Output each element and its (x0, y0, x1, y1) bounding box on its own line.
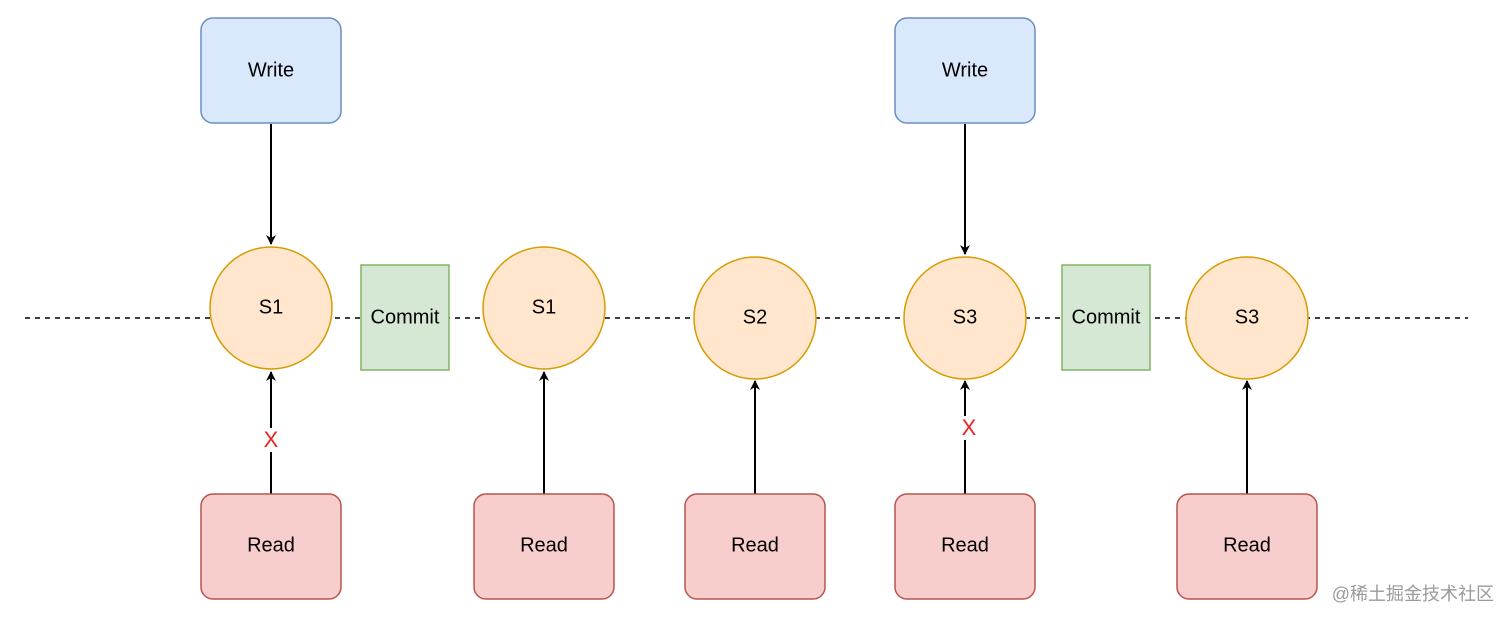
blocked-marker-halo (956, 416, 974, 440)
state-label: S1 (259, 296, 283, 318)
blocked-marker-halo (262, 428, 280, 452)
state-node-s3: S3 (1185, 256, 1309, 380)
read-node: Read (200, 493, 342, 600)
state-node-s3: S3 (903, 256, 1027, 380)
commit-node: Commit (360, 264, 450, 371)
state-node-s1: S1 (482, 246, 606, 370)
commit-node: Commit (1061, 264, 1151, 371)
read-label: Read (520, 534, 568, 556)
write-node: Write (200, 17, 342, 124)
write-label: Write (942, 59, 988, 81)
read-label: Read (247, 534, 295, 556)
read-label: Read (731, 534, 779, 556)
commit-label: Commit (1072, 306, 1141, 328)
state-label: S2 (743, 306, 767, 328)
state-node-s2: S2 (693, 256, 817, 380)
blocked-marker: X (962, 415, 977, 440)
state-label: S3 (953, 306, 977, 328)
read-label: Read (1223, 534, 1271, 556)
read-node: Read (894, 493, 1036, 600)
write-label: Write (248, 59, 294, 81)
read-node: Read (473, 493, 615, 600)
write-node: Write (894, 17, 1036, 124)
read-node: Read (684, 493, 826, 600)
commit-label: Commit (371, 306, 440, 328)
read-node: Read (1176, 493, 1318, 600)
blocked-marker: X (264, 427, 279, 452)
state-label: S3 (1235, 306, 1259, 328)
state-label: S1 (532, 296, 556, 318)
watermark: @稀土掘金技术社区 (1331, 584, 1494, 604)
read-label: Read (941, 534, 989, 556)
state-node-s1: S1 (209, 246, 333, 370)
